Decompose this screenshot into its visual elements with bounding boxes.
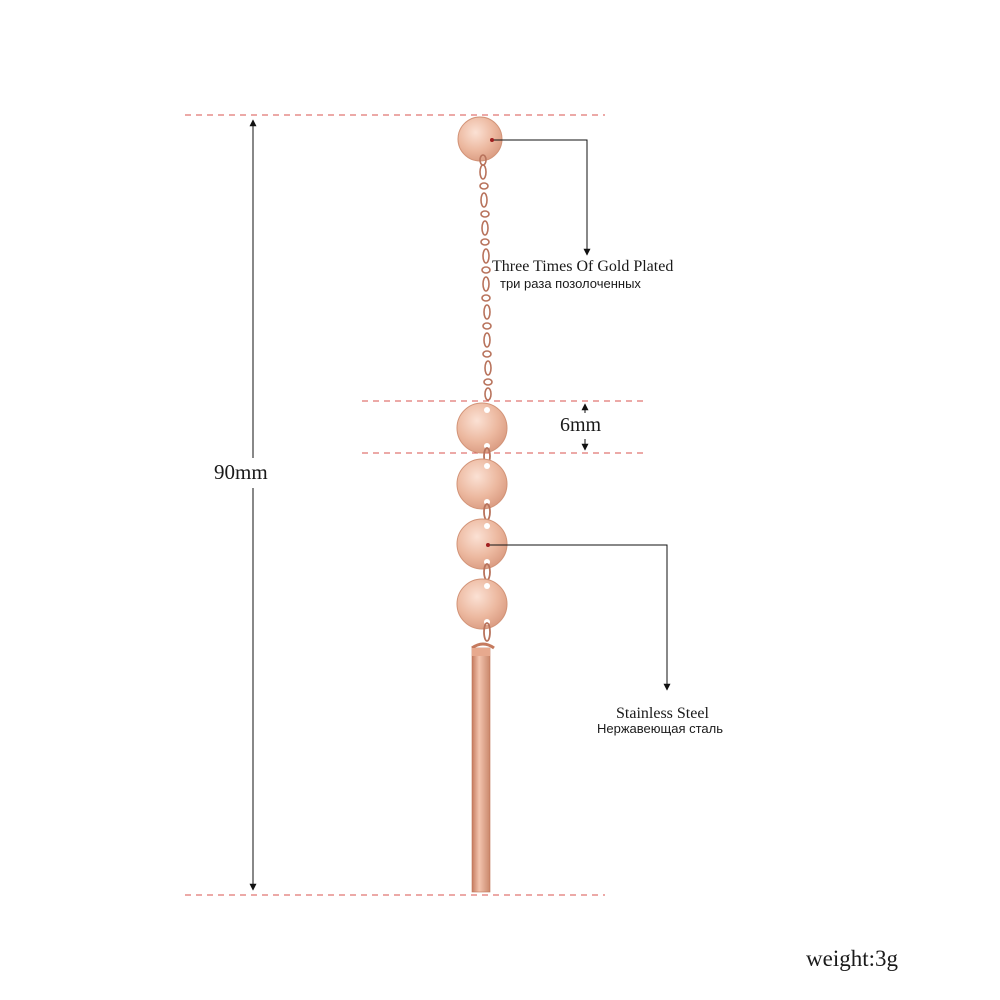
stud-disc-jumpring (479, 154, 487, 166)
disc-stack (456, 402, 508, 642)
plating-callout-line (492, 139, 591, 256)
plating-callout-dot (490, 138, 494, 142)
material-callout-line (488, 544, 671, 691)
chain (479, 164, 493, 401)
disc-2 (456, 458, 508, 510)
disc-4 (456, 578, 508, 630)
material-label-ru: Нержавеющая сталь (597, 721, 723, 736)
disc-diameter-label: 6mm (560, 414, 602, 436)
weight-label: weight:3g (806, 946, 898, 971)
disc-label-backdrop (556, 413, 612, 439)
disc-1 (456, 402, 508, 454)
stud-disc (457, 116, 503, 162)
plating-label-en: Three Times Of Gold Plated (492, 258, 674, 275)
length-label-backdrop (210, 458, 280, 488)
plating-label-ru: три раза позолоченных (500, 276, 641, 291)
material-callout-dot (486, 543, 490, 547)
bar-pendant (471, 642, 495, 893)
disc-3 (456, 518, 508, 570)
total-length-label: 90mm (214, 460, 268, 484)
material-label-en: Stainless Steel (616, 705, 709, 722)
